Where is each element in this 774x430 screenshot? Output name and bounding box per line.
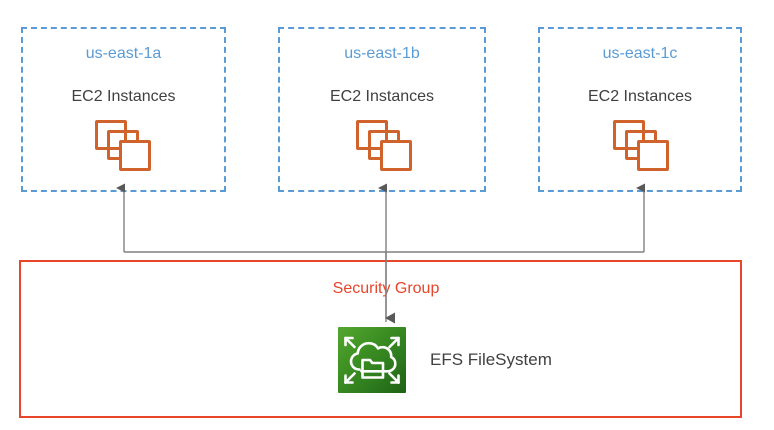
- efs-filesystem-icon[interactable]: [338, 327, 406, 393]
- security-group-box[interactable]: [19, 260, 742, 418]
- ec2-square-front: [637, 140, 669, 171]
- availability-zone-label-us-east-1a: us-east-1a: [85, 45, 162, 62]
- efs-glyph: [344, 336, 400, 384]
- availability-zone-label-us-east-1c: us-east-1c: [602, 45, 678, 62]
- ec2-square-front: [380, 140, 412, 171]
- ec2-square-back: [356, 120, 388, 150]
- ec2-instances-label-us-east-1c: EC2 Instances: [587, 88, 693, 105]
- ec2-instances-label-us-east-1b: EC2 Instances: [329, 88, 435, 105]
- availability-zone-label-us-east-1b: us-east-1b: [344, 45, 420, 62]
- ec2-instances-icon-us-east-1a[interactable]: [95, 120, 153, 172]
- efs-filesystem-label: EFS FileSystem: [430, 350, 552, 369]
- security-group-label: Security Group: [332, 280, 440, 297]
- ec2-instances-label-us-east-1a: EC2 Instances: [71, 88, 176, 105]
- ec2-instances-icon-us-east-1b[interactable]: [356, 120, 414, 172]
- ec2-square-back: [95, 120, 127, 150]
- ec2-square-front: [119, 140, 151, 171]
- ec2-square-back: [613, 120, 645, 150]
- ec2-instances-icon-us-east-1c[interactable]: [613, 120, 671, 172]
